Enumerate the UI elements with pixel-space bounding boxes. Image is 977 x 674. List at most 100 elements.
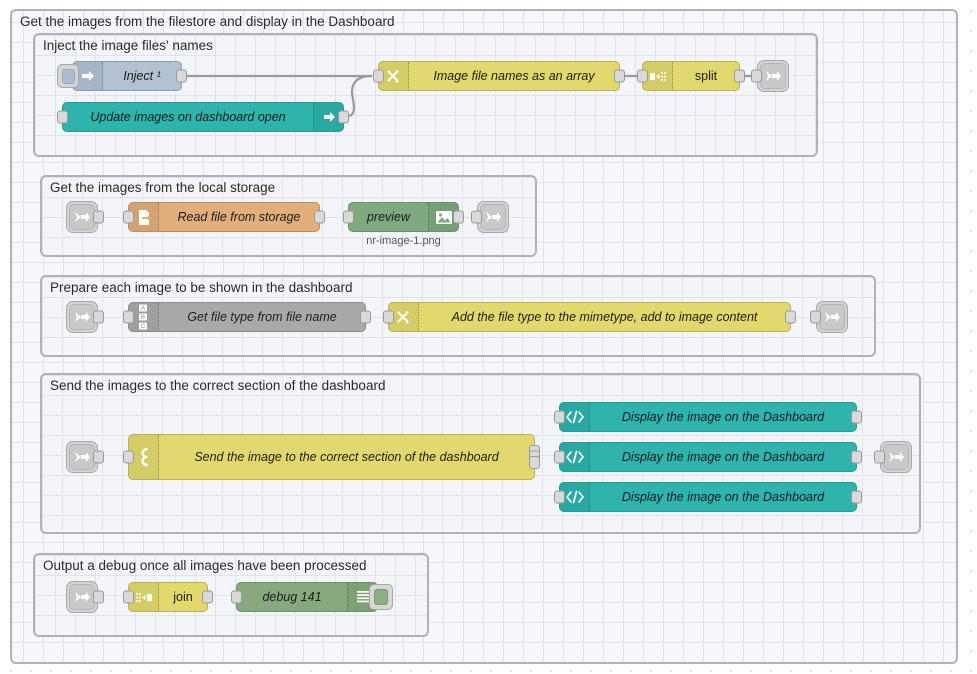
node-link-out-1[interactable]: [751, 60, 789, 92]
node-link-out-3[interactable]: [810, 301, 848, 333]
node-preview[interactable]: preview: [343, 202, 464, 232]
node-debug[interactable]: debug 141: [231, 582, 393, 612]
node-inject[interactable]: Inject ¹: [57, 61, 187, 91]
port-out[interactable]: [614, 69, 625, 83]
node-split[interactable]: split: [637, 61, 745, 91]
function-icon: [379, 62, 409, 90]
group-prepare-label: Prepare each image to be shown in the da…: [50, 280, 353, 295]
port-in[interactable]: [343, 210, 354, 224]
node-inject-label: Inject ¹: [123, 69, 161, 83]
group-storage-label: Get the images from the local storage: [50, 180, 276, 195]
link-out-icon: [819, 304, 845, 330]
port-out[interactable]: [785, 310, 796, 324]
node-change[interactable]: A B C Get file type from file name: [123, 302, 371, 332]
link-out-icon: [883, 444, 909, 470]
node-switch-label: Send the image to the correct section of…: [194, 450, 499, 464]
link-out-icon: [480, 204, 506, 230]
node-function-mime[interactable]: Add the file type to the mimetype, add t…: [383, 302, 796, 332]
node-template-1-label: Display the image on the Dashboard: [621, 410, 825, 424]
port-in[interactable]: [383, 310, 394, 324]
port-out[interactable]: [851, 450, 862, 464]
svg-text:C: C: [141, 324, 146, 330]
port-in[interactable]: [637, 69, 648, 83]
port-out[interactable]: [851, 490, 862, 504]
change-abc-icon: A B C: [129, 303, 159, 331]
node-link-in-4[interactable]: [66, 441, 104, 473]
port-out-3[interactable]: [529, 456, 540, 469]
group-outer-label: Get the images from the filestore and di…: [20, 14, 395, 29]
port-out[interactable]: [93, 210, 104, 224]
node-link-in-5[interactable]: [66, 581, 104, 613]
port-in[interactable]: [554, 410, 565, 424]
join-icon: [129, 583, 159, 611]
port-in[interactable]: [123, 590, 134, 604]
node-change-label: Get file type from file name: [187, 310, 337, 324]
group-inject[interactable]: Inject the image files' names: [33, 33, 818, 157]
port-in[interactable]: [231, 590, 242, 604]
code-icon: [560, 403, 590, 431]
port-in[interactable]: [57, 110, 68, 124]
port-in[interactable]: [751, 69, 762, 83]
port-out[interactable]: [453, 210, 464, 224]
function-icon: [389, 303, 419, 331]
link-in-icon: [69, 444, 95, 470]
port-out[interactable]: [176, 69, 187, 83]
link-in-icon: [69, 584, 95, 610]
port-in[interactable]: [373, 69, 384, 83]
node-link-out-2[interactable]: [471, 201, 509, 233]
port-in[interactable]: [874, 450, 885, 464]
node-template-2-label: Display the image on the Dashboard: [621, 450, 825, 464]
node-link-in-3[interactable]: [66, 301, 104, 333]
port-out[interactable]: [93, 590, 104, 604]
port-in[interactable]: [554, 490, 565, 504]
port-out[interactable]: [93, 310, 104, 324]
node-template-3-label: Display the image on the Dashboard: [621, 490, 825, 504]
svg-text:A: A: [141, 306, 145, 312]
port-out[interactable]: [734, 69, 745, 83]
node-function-mime-label: Add the file type to the mimetype, add t…: [451, 310, 758, 324]
group-inject-label: Inject the image files' names: [43, 38, 213, 53]
node-ui-control-label: Update images on dashboard open: [90, 110, 286, 124]
link-in-icon: [69, 204, 95, 230]
node-preview-sublabel: nr-image-1.png: [366, 235, 441, 247]
port-out[interactable]: [338, 110, 349, 124]
link-out-icon: [760, 63, 786, 89]
port-in[interactable]: [123, 310, 134, 324]
node-ui-control[interactable]: Update images on dashboard open: [57, 102, 349, 132]
port-in[interactable]: [123, 210, 134, 224]
node-switch[interactable]: Send the image to the correct section of…: [123, 434, 540, 480]
port-out[interactable]: [202, 590, 213, 604]
port-in[interactable]: [471, 210, 482, 224]
port-out[interactable]: [93, 450, 104, 464]
node-template-3[interactable]: Display the image on the Dashboard: [554, 482, 862, 512]
node-preview-label: preview: [366, 210, 411, 224]
code-icon: [560, 483, 590, 511]
node-debug-label: debug 141: [262, 590, 322, 604]
node-link-out-4[interactable]: [874, 441, 912, 473]
inject-trigger-button[interactable]: [57, 64, 79, 88]
node-function-array[interactable]: Image file names as an array: [373, 61, 625, 91]
node-read-file-label: Read file from storage: [177, 210, 301, 224]
port-out[interactable]: [851, 410, 862, 424]
port-out[interactable]: [360, 310, 371, 324]
port-in[interactable]: [123, 450, 134, 464]
group-send-label: Send the images to the correct section o…: [50, 378, 386, 393]
image-preview-icon: [428, 203, 458, 231]
port-in[interactable]: [554, 450, 565, 464]
port-in[interactable]: [810, 310, 821, 324]
node-template-1[interactable]: Display the image on the Dashboard: [554, 402, 862, 432]
file-icon: [129, 203, 159, 231]
switch-icon: [129, 435, 159, 479]
port-out[interactable]: [314, 210, 325, 224]
link-in-icon: [69, 304, 95, 330]
debug-toggle-button[interactable]: [369, 584, 393, 610]
inject-button-face: [61, 68, 75, 84]
group-debug-label: Output a debug once all images have been…: [43, 558, 367, 573]
node-join[interactable]: join: [123, 582, 213, 612]
node-template-2[interactable]: Display the image on the Dashboard: [554, 442, 862, 472]
node-read-file[interactable]: Read file from storage: [123, 202, 325, 232]
node-link-in-2[interactable]: [66, 201, 104, 233]
node-function-array-label: Image file names as an array: [433, 69, 595, 83]
debug-button-face: [374, 589, 388, 605]
